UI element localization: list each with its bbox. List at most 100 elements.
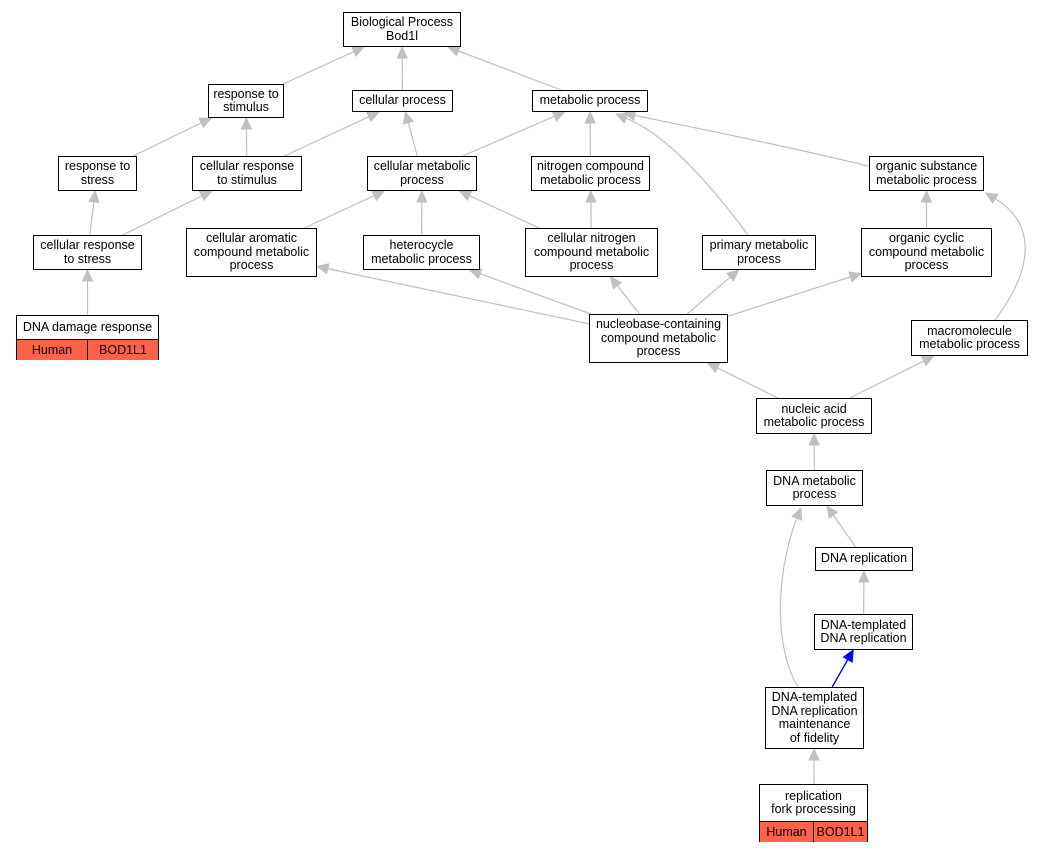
node-replication-fork-processing[interactable]: replication fork processing Human BOD1L1: [759, 784, 868, 842]
node-dna-metabolic-process[interactable]: DNA metabolic process: [766, 470, 863, 506]
node-label: DNA damage response: [17, 316, 158, 340]
edge-cell_met-to-cell_proc: [407, 122, 418, 157]
node-label: nitrogen compound metabolic process: [536, 159, 645, 187]
node-label: cellular metabolic process: [373, 159, 471, 187]
edge-arrowhead: [315, 263, 330, 275]
edge-dna_rep-to-dna_met: [832, 514, 857, 548]
edge-arrowhead: [198, 117, 213, 129]
node-dna-damage-response[interactable]: DNA damage response Human BOD1L1: [16, 315, 159, 360]
edge-nucleobase-to-cell_nitro: [616, 285, 640, 315]
node-label: cellular nitrogen compound metabolic pro…: [533, 231, 650, 273]
edge-arrowhead: [396, 45, 408, 59]
edge-nucleobase-to-org_cyc: [727, 276, 851, 317]
edge-nucleic-to-macro: [849, 360, 925, 399]
species-cell[interactable]: Human: [760, 822, 813, 842]
node-cellular-metabolic-process[interactable]: cellular metabolic process: [367, 156, 477, 191]
node-label: macromolecule metabolic process: [919, 323, 1020, 351]
edge-cell_resp_stress-to-resp_stress: [89, 201, 95, 236]
edge-arrowhead: [446, 45, 461, 57]
edge-resp_stim-to-bp: [282, 51, 355, 85]
edge-macro-to-org_sub: [994, 198, 1026, 321]
node-nucleobase-containing-compound-metabolic-process[interactable]: nucleobase-containing compound metabolic…: [589, 314, 728, 363]
node-label: cellular aromatic compound metabolic pro…: [193, 231, 310, 273]
edge-arrowhead: [371, 190, 386, 202]
edge-arrowhead: [402, 110, 415, 125]
edge-nucleic-to-nucleobase: [717, 367, 779, 399]
edge-cell_met-to-met_proc: [462, 115, 555, 157]
edge-met_proc-to-bp: [458, 50, 562, 91]
node-dna-replication[interactable]: DNA replication: [815, 547, 913, 571]
annotation-row: Human BOD1L1: [17, 340, 158, 360]
edge-arrowhead: [858, 569, 870, 583]
edge-arrowhead: [609, 276, 623, 290]
edge-arrowhead: [808, 747, 820, 761]
node-cellular-process[interactable]: cellular process: [352, 90, 453, 112]
edge-nucleobase-to-hetero: [479, 273, 592, 315]
node-label: Biological Process Bod1l: [350, 15, 454, 43]
node-macromolecule-metabolic-process[interactable]: macromolecule metabolic process: [911, 320, 1028, 356]
node-label: DNA-templated DNA replication: [820, 617, 907, 645]
node-label: heterocycle metabolic process: [371, 238, 472, 266]
node-label: nucleic acid metabolic process: [763, 401, 865, 429]
gene-cell[interactable]: BOD1L1: [813, 822, 867, 842]
edge-arrowhead: [706, 362, 721, 374]
node-nitrogen-compound-metabolic-process[interactable]: nitrogen compound metabolic process: [531, 156, 650, 191]
edge-cell_nitro-to-cell_met: [469, 195, 540, 229]
edge-arrowhead: [458, 190, 473, 202]
edge-arrowhead: [88, 189, 100, 204]
node-response-to-stimulus[interactable]: response to stimulus: [208, 84, 284, 118]
edge-nucleobase-to-cell_arom: [327, 268, 590, 325]
edge-cell_resp_stim-to-cell_proc: [284, 116, 370, 157]
edge-arrowhead: [551, 111, 566, 122]
edge-arrowhead: [842, 648, 854, 663]
edge-arrowhead: [920, 189, 933, 203]
edge-dna_fid-to-dna_met: [779, 517, 799, 688]
node-label: DNA metabolic process: [773, 473, 856, 501]
node-label: cellular response to stress: [40, 238, 135, 266]
node-dna-templated-dna-replication-maintenance-of-fidelity[interactable]: DNA-templated DNA replication maintenanc…: [765, 687, 864, 749]
edge-arrowhead: [791, 506, 803, 521]
edge-nucleobase-to-prim_met: [686, 276, 731, 315]
edge-arrowhead: [584, 110, 596, 124]
edge-dna_fid-to-dna_templ: [831, 659, 849, 688]
node-label: metabolic process: [539, 93, 641, 108]
node-cellular-aromatic-compound-metabolic-process[interactable]: cellular aromatic compound metabolic pro…: [186, 228, 317, 277]
edge-arrowhead: [350, 46, 365, 58]
edge-arrowhead: [366, 111, 381, 123]
node-response-to-stress[interactable]: response to stress: [58, 156, 137, 191]
node-organic-substance-metabolic-process[interactable]: organic substance metabolic process: [869, 156, 984, 191]
node-label: primary metabolic process: [709, 238, 809, 266]
edge-arrowhead: [984, 192, 999, 204]
node-dna-templated-dna-replication[interactable]: DNA-templated DNA replication: [814, 614, 913, 650]
node-heterocycle-metabolic-process[interactable]: heterocycle metabolic process: [363, 235, 480, 270]
edge-arrowhead: [920, 355, 935, 367]
edge-org_sub-to-met_proc: [634, 114, 869, 167]
edge-resp_stress-to-resp_stim: [133, 122, 202, 157]
node-cellular-nitrogen-compound-metabolic-process[interactable]: cellular nitrogen compound metabolic pro…: [525, 228, 658, 277]
edge-layer: [81, 45, 1026, 785]
node-biological-process-bod1l[interactable]: Biological Process Bod1l: [343, 12, 461, 47]
edge-prim_met-to-met_proc: [625, 117, 749, 236]
edge-cell_arom-to-cell_met: [304, 195, 375, 229]
edge-arrowhead: [240, 116, 253, 130]
node-label: organic cyclic compound metabolic proces…: [868, 231, 985, 273]
edge-cell_resp_stress-to-cell_resp_stim: [122, 195, 203, 236]
node-metabolic-process[interactable]: metabolic process: [532, 90, 648, 112]
edge-arrowhead: [614, 113, 629, 124]
edge-arrowhead: [198, 190, 213, 202]
node-cellular-response-to-stimulus[interactable]: cellular response to stimulus: [192, 156, 302, 191]
gene-cell[interactable]: BOD1L1: [87, 340, 158, 360]
edge-arrowhead: [585, 189, 597, 203]
edge-arrowhead: [826, 505, 839, 519]
species-cell[interactable]: Human: [17, 340, 87, 360]
node-nucleic-acid-metabolic-process[interactable]: nucleic acid metabolic process: [756, 398, 872, 434]
node-primary-metabolic-process[interactable]: primary metabolic process: [702, 235, 816, 270]
edge-arrowhead: [808, 432, 820, 446]
edge-arrowhead: [416, 189, 428, 203]
edge-arrowhead: [81, 268, 94, 282]
node-label: replication fork processing: [760, 785, 867, 822]
node-cellular-response-to-stress[interactable]: cellular response to stress: [33, 235, 142, 270]
node-label: response to stimulus: [213, 86, 279, 114]
node-organic-cyclic-compound-metabolic-process[interactable]: organic cyclic compound metabolic proces…: [861, 228, 992, 277]
